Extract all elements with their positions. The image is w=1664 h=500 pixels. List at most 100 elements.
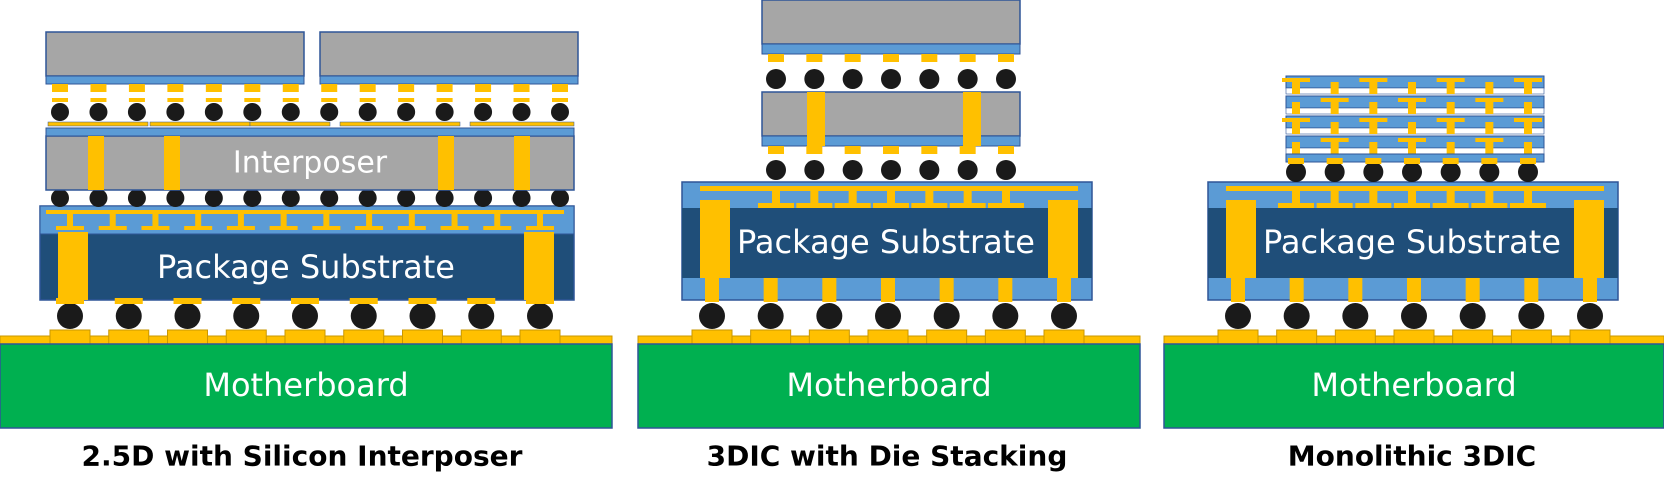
substrate-trace: [1426, 186, 1475, 191]
c4-bump: [474, 189, 493, 207]
die-pad: [921, 146, 938, 154]
c4-bump: [1440, 162, 1461, 182]
tier-trace: [1514, 78, 1542, 82]
tier-via: [1369, 122, 1378, 134]
board-pad: [691, 329, 733, 345]
tier-via: [1408, 142, 1416, 154]
bump-pad: [282, 98, 299, 102]
solder-ball: [816, 303, 843, 329]
micro-bump: [89, 103, 108, 121]
die-pad: [205, 84, 222, 92]
board-pad: [460, 329, 502, 345]
c4-bump: [435, 189, 454, 207]
substrate-trace: [752, 186, 800, 191]
substrate-via: [1583, 278, 1597, 302]
motherboard: [637, 343, 1141, 429]
interposer: [45, 135, 575, 191]
tier-via: [1446, 82, 1455, 94]
substrate-trace: [1355, 203, 1392, 208]
board-pad: [1452, 329, 1494, 345]
substrate-via: [1057, 278, 1071, 302]
micro-bump: [512, 103, 531, 121]
substrate-trace: [440, 226, 469, 230]
tsv: [807, 92, 825, 146]
c4-bump: [551, 189, 569, 207]
bump-pad: [205, 98, 222, 102]
substrate-via: [195, 214, 202, 226]
micro-bump: [281, 103, 300, 121]
substrate-trace: [387, 210, 436, 214]
bump-pad: [552, 98, 568, 102]
die-pad: [475, 84, 492, 92]
board-pad: [808, 329, 850, 345]
through-silicon-vias: [88, 136, 530, 190]
board-pad: [867, 329, 909, 345]
substrate-via: [925, 191, 934, 203]
substrate-via: [494, 214, 501, 226]
die-top: [761, 0, 1021, 55]
c4-bump: [320, 189, 339, 207]
substrate-via: [537, 214, 543, 226]
tsv: [514, 136, 530, 190]
micro-bump: [804, 69, 825, 89]
tier-via: [1485, 82, 1494, 94]
tier-via: [1292, 142, 1300, 154]
substrate-via: [280, 214, 287, 226]
substrate-trace: [1394, 203, 1430, 208]
micro-bump: [474, 103, 493, 121]
substrate-via: [939, 278, 954, 302]
board-pad: [1334, 329, 1376, 345]
die-pad: [282, 84, 299, 92]
substrate-trace: [867, 186, 915, 191]
interposer-trace: [339, 121, 461, 127]
micro-bump: [320, 103, 339, 121]
micro-bump: [435, 103, 454, 121]
bump-pad: [398, 98, 415, 102]
substrate-trace: [397, 226, 426, 230]
c4-bump: [957, 160, 978, 180]
solder-ball: [233, 303, 260, 329]
substrate-trace: [700, 186, 760, 191]
die-pad: [998, 54, 1014, 62]
solder-ball: [1225, 303, 1251, 329]
tier-via: [1485, 122, 1494, 134]
die-pad: [52, 84, 68, 92]
substrate-via: [152, 214, 159, 226]
substrate-via: [1524, 191, 1532, 203]
c4-bump: [281, 189, 300, 207]
substrate-via: [763, 278, 778, 302]
c4-bump: [1518, 162, 1538, 182]
interposer-trace: [249, 121, 331, 127]
tsv: [438, 136, 454, 190]
die-pad: [1288, 158, 1304, 164]
substrate-via-right: [1574, 200, 1604, 278]
tier-via: [1524, 102, 1532, 114]
solder-ball: [1577, 303, 1603, 329]
substrate-via: [1446, 191, 1455, 203]
board-pad: [1043, 329, 1085, 345]
c4-bumps: [766, 69, 1016, 180]
die-pad: [128, 84, 145, 92]
substrate-via: [848, 191, 857, 203]
substrate-trace: [98, 226, 127, 230]
substrate-via-right: [524, 232, 554, 300]
die-pad: [806, 54, 823, 62]
board-pad: [1569, 329, 1611, 345]
substrate-via: [1524, 278, 1539, 302]
substrate-trace: [1226, 186, 1286, 191]
tier-trace: [1282, 118, 1310, 122]
substrate-via: [1408, 191, 1416, 203]
tier-via: [1446, 122, 1455, 134]
bump-pad: [167, 98, 184, 102]
solder-balls: [699, 303, 1077, 329]
board-pad: [284, 329, 326, 345]
solder-balls: [57, 303, 553, 329]
c4-bump: [397, 189, 416, 207]
die-pad: [806, 146, 823, 154]
substrate-via: [772, 191, 780, 203]
die-pad: [844, 54, 861, 62]
die-pad: [1481, 158, 1498, 164]
substrate-trace: [526, 226, 554, 230]
tier-trace: [1436, 78, 1465, 82]
substrate-via: [1348, 278, 1363, 302]
